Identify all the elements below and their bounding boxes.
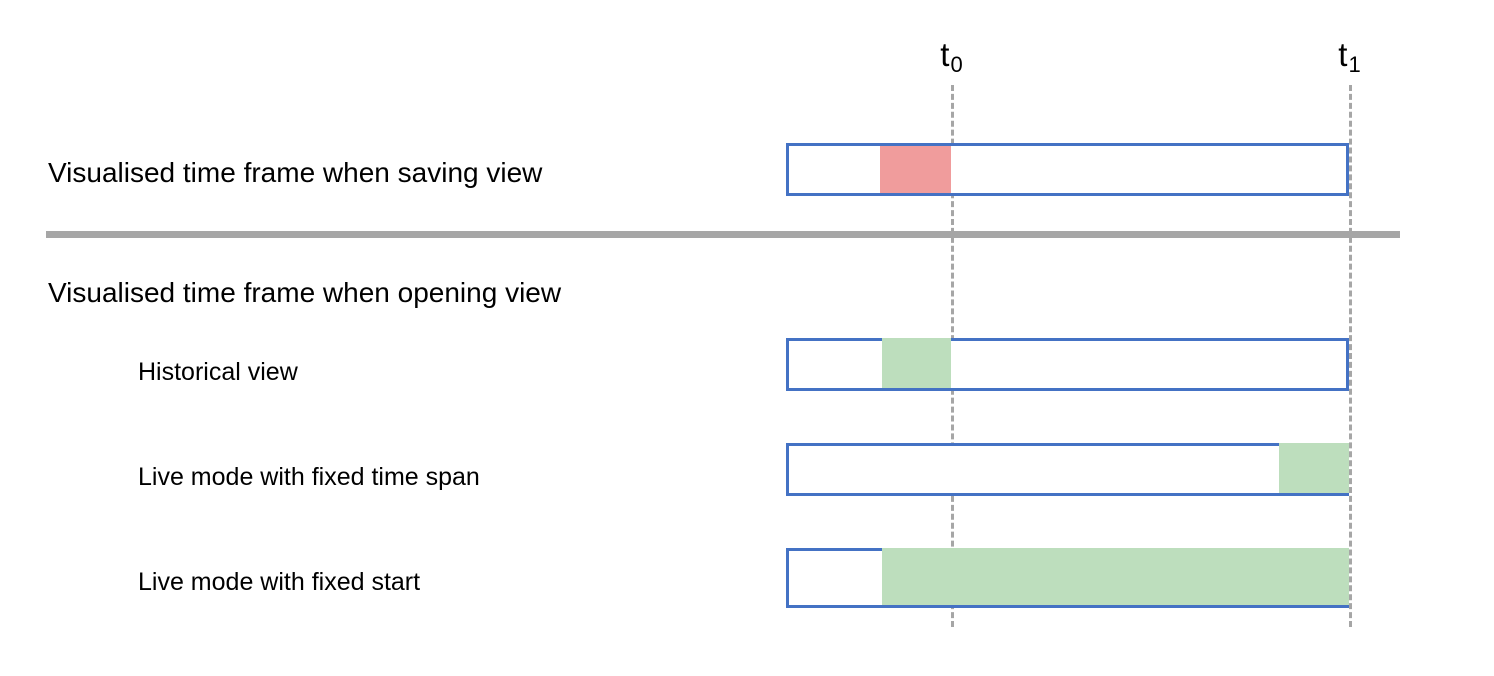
timeline-fill-saving <box>880 146 951 193</box>
timeline-bar-live-fixed-span <box>786 443 1349 496</box>
timeline-bar-historical-view <box>786 338 1349 391</box>
timeline-fill-live-fixed-start <box>882 548 1349 605</box>
guide-line-t1 <box>1349 85 1352 627</box>
time-marker-t0-subscript: 0 <box>950 52 963 77</box>
section-heading-saving: Visualised time frame when saving view <box>48 157 543 188</box>
section-heading-opening: Visualised time frame when opening view <box>48 277 562 308</box>
time-marker-t0-base: t <box>940 36 950 73</box>
row-label-historical-view: Historical view <box>138 358 298 386</box>
timeline-bar-live-fixed-start <box>786 548 1349 608</box>
time-marker-t1-base: t <box>1338 36 1348 73</box>
section-divider <box>46 231 1400 238</box>
time-marker-t0-label: t0 <box>940 36 962 76</box>
timeline-fill-live-fixed-span <box>1279 443 1349 493</box>
row-label-live-fixed-start: Live mode with fixed start <box>138 568 421 596</box>
timeline-fill-historical-view <box>882 338 951 388</box>
row-label-live-fixed-span: Live mode with fixed time span <box>138 463 480 491</box>
time-marker-t1-subscript: 1 <box>1348 52 1361 77</box>
timeline-bar-saving <box>786 143 1349 196</box>
time-marker-t1-label: t1 <box>1338 36 1360 76</box>
